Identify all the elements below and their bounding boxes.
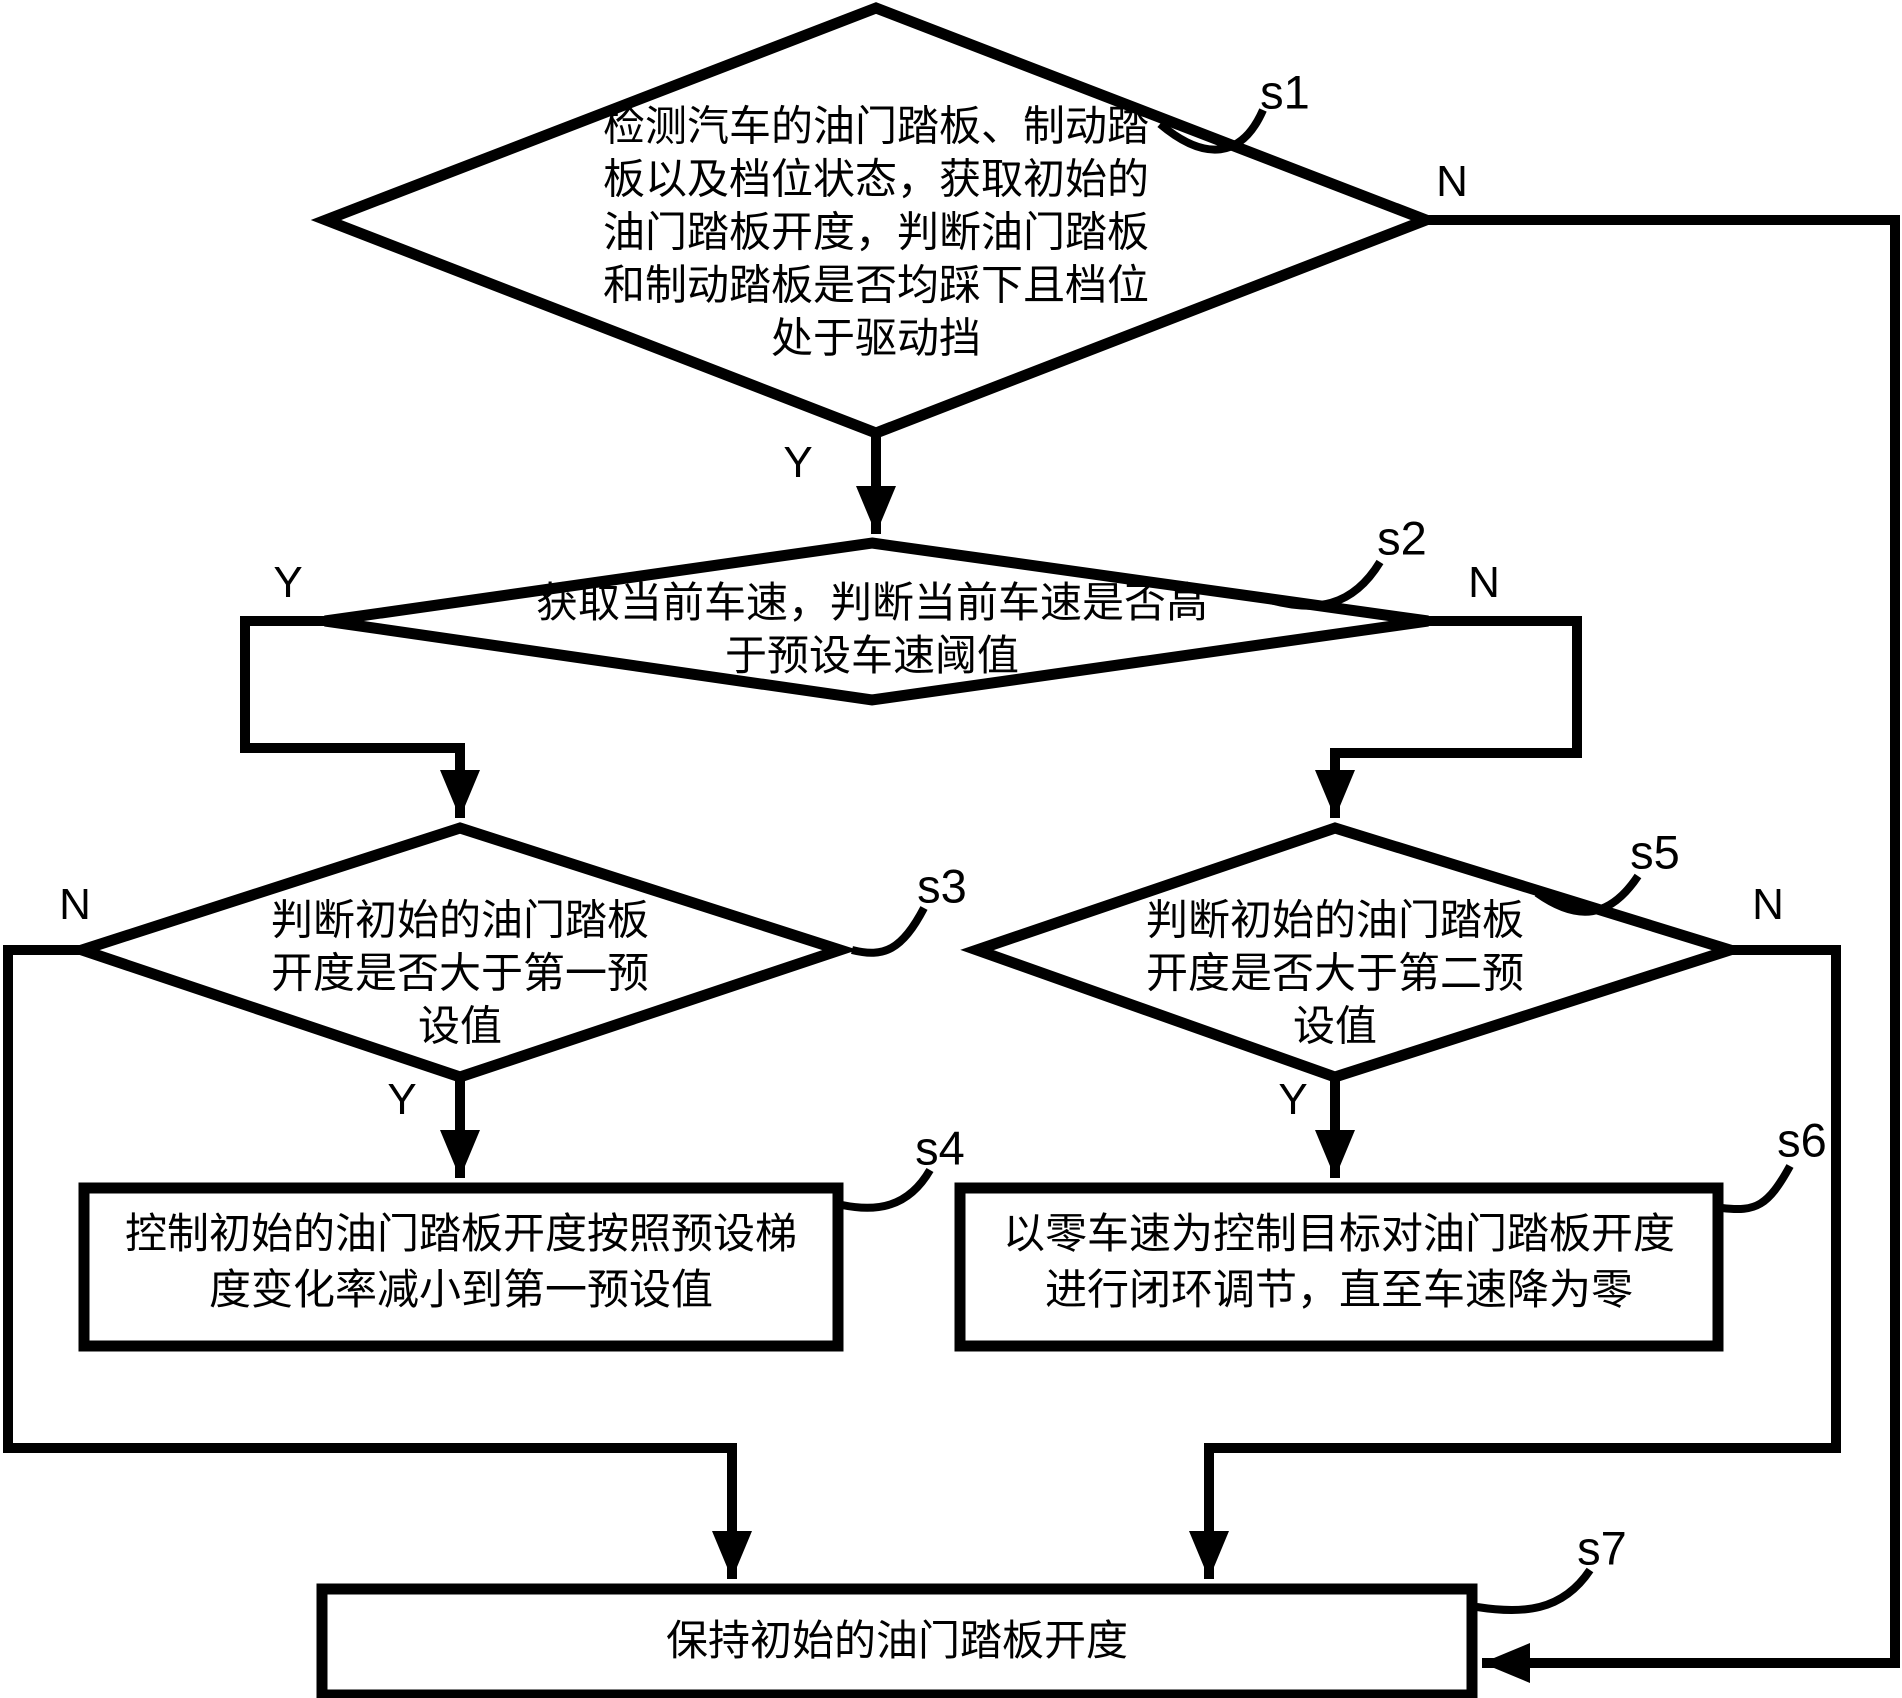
process-s6-shape <box>954 1182 1724 1352</box>
edge-s2-no-line <box>1315 616 1582 818</box>
decision-s2-shape <box>324 537 1429 706</box>
step-label-s1: s1 <box>1260 65 1310 119</box>
step-label-s3: s3 <box>917 859 967 913</box>
step-label-s5: s5 <box>1630 825 1680 879</box>
step-label-s7: s7 <box>1577 1521 1627 1575</box>
branch-label-s5-yes: Y <box>1278 1075 1308 1124</box>
leader-s2 <box>1268 559 1384 610</box>
process-s4-shape <box>78 1182 844 1352</box>
branch-label-s2-no: N <box>1468 558 1500 607</box>
decision-s3-text: 判断初始的油门踏板 开度是否大于第一预 设值 <box>270 898 649 1051</box>
edge-s3-no-line <box>3 945 752 1579</box>
branch-label-s1-yes: Y <box>783 438 813 487</box>
branch-label-s3-yes: Y <box>387 1075 417 1124</box>
edge-s2-yes-line <box>240 616 480 818</box>
edge-s5-no-line <box>1189 945 1841 1579</box>
leader-s7 <box>1476 1567 1594 1615</box>
decision-s3-shape <box>64 822 858 1083</box>
leader-s4 <box>841 1167 934 1212</box>
step-label-s4: s4 <box>915 1121 965 1175</box>
process-s6-text: 以零车速为控制目标对油门踏板开度 进行闭环调节，直至车速降为零 <box>1002 1212 1675 1314</box>
branch-label-s1-no: N <box>1436 157 1468 206</box>
leader-s6 <box>1721 1164 1794 1214</box>
leader-s3 <box>851 906 928 957</box>
process-s4-text: 控制初始的油门踏板开度按照预设梯 度变化率减小到第一预设值 <box>124 1212 797 1314</box>
branch-label-s5-no: N <box>1752 880 1784 929</box>
decision-s1-text: 检测汽车的油门踏板、制动踏 板以及档位状态，获取初始的 油门踏板开度，判断油门踏… <box>602 104 1149 363</box>
edge-s1-no-line <box>1426 215 1900 1683</box>
leader-s1 <box>1157 108 1267 154</box>
decision-s1-shape <box>310 2 1442 439</box>
leader-s5 <box>1534 873 1642 916</box>
branch-label-s3-no: N <box>59 880 91 929</box>
step-label-s2: s2 <box>1377 511 1427 565</box>
process-s7-shape <box>316 1583 1478 1698</box>
decision-s2-text: 获取当前车速，判断当前车速是否高 于预设车速阈值 <box>535 581 1208 680</box>
process-s7-text: 保持初始的油门踏板开度 <box>665 1619 1128 1665</box>
branch-label-s2-yes: Y <box>273 558 303 607</box>
decision-s5-text: 判断初始的油门踏板 开度是否大于第二预 设值 <box>1145 898 1524 1051</box>
step-label-s6: s6 <box>1777 1113 1827 1167</box>
